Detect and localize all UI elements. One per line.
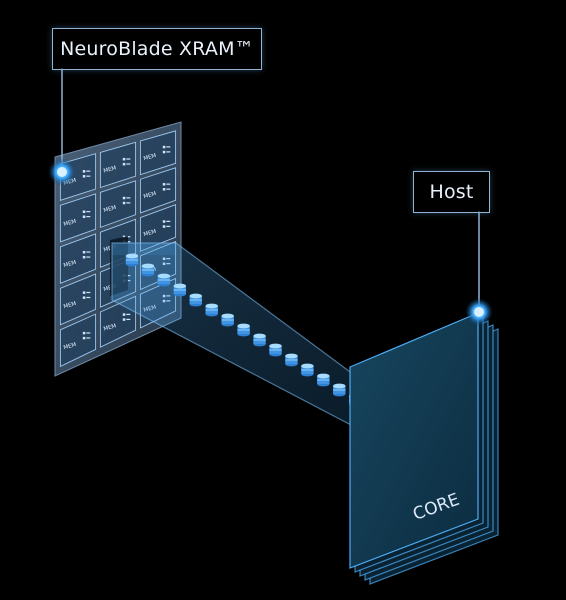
- memory-label: MEM: [63, 342, 77, 351]
- memory-label: MEM: [63, 219, 77, 228]
- database-cylinder-icon: [189, 293, 202, 307]
- database-cylinder-icon: [125, 253, 139, 267]
- database-cylinder-icon: [141, 263, 155, 277]
- memory-chip-icon: [162, 220, 171, 228]
- memory-chip-icon: [122, 313, 131, 321]
- database-cylinder-icon: [253, 333, 266, 347]
- connector-dot-icon: [465, 298, 493, 326]
- memory-label: MEM: [103, 205, 117, 214]
- memory-chip-icon: [122, 157, 131, 166]
- database-cylinder-icon: [269, 343, 282, 357]
- xram-callout: NeuroBlade XRAM™: [52, 28, 262, 70]
- memory-label: MEM: [143, 229, 157, 238]
- memory-cell: MEM: [99, 180, 137, 229]
- memory-label: MEM: [63, 260, 77, 269]
- database-cylinder-icon: [301, 363, 314, 377]
- memory-cell: MEM: [139, 167, 177, 214]
- memory-cell: MEM: [59, 233, 97, 285]
- memory-chip-icon: [82, 291, 91, 299]
- memory-label: MEM: [103, 165, 117, 174]
- database-cylinder-icon: [317, 373, 330, 387]
- memory-chip-icon: [82, 331, 91, 340]
- memory-chip-icon: [162, 145, 171, 154]
- host-callout: Host: [413, 171, 490, 213]
- database-cylinder-icon: [237, 323, 250, 337]
- memory-cell: MEM: [59, 193, 97, 243]
- memory-chip-icon: [82, 250, 91, 259]
- memory-label: MEM: [143, 191, 157, 200]
- database-cylinder-icon: [205, 303, 218, 317]
- memory-chip-icon: [122, 196, 131, 205]
- memory-chip-icon: [82, 170, 91, 178]
- memory-chip-icon: [162, 183, 171, 191]
- memory-cell: MEM: [59, 313, 97, 368]
- memory-cell: MEM: [99, 141, 137, 189]
- memory-label: MEM: [143, 153, 157, 162]
- database-cylinder-icon: [333, 383, 346, 397]
- memory-cell: MEM: [139, 130, 177, 176]
- memory-chip-icon: [82, 210, 91, 219]
- core-stack: CORE: [349, 312, 499, 585]
- connector-dot-icon: [48, 158, 76, 186]
- memory-cell: MEM: [59, 273, 97, 326]
- database-cylinder-icon: [221, 313, 234, 327]
- database-cylinder-icon: [285, 353, 298, 367]
- core-layer: [349, 312, 479, 569]
- memory-label: MEM: [63, 301, 77, 310]
- database-cylinder-icon: [173, 283, 187, 297]
- memory-label: MEM: [103, 323, 117, 332]
- database-cylinder-icon: [157, 273, 171, 287]
- memory-cell: MEM: [139, 204, 177, 252]
